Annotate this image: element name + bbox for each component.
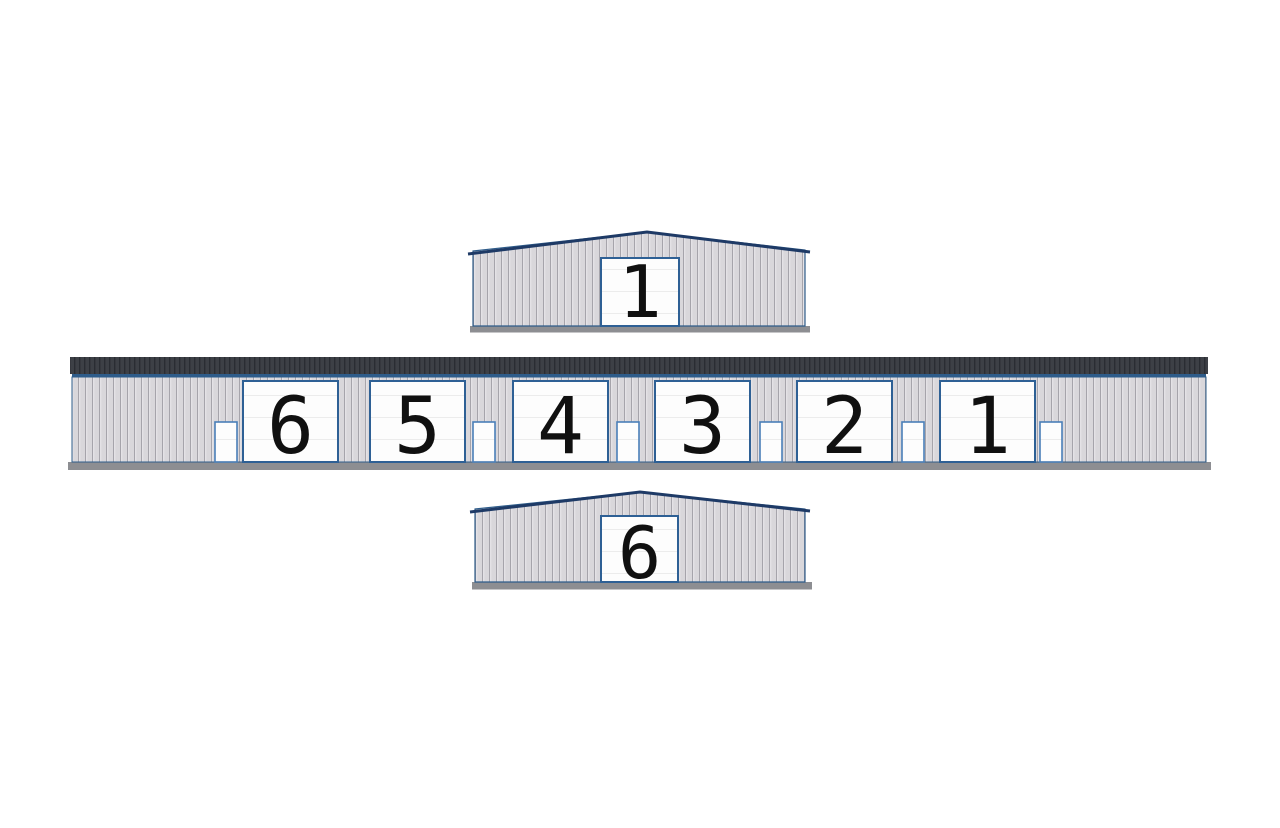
unit-number-label: 4 <box>537 382 584 472</box>
man-doors <box>214 421 1063 463</box>
unit-number-label: 3 <box>679 382 726 472</box>
unit-number-label: 1 <box>964 382 1011 472</box>
gable-roofline <box>467 230 811 256</box>
man-door <box>1039 421 1063 463</box>
unit-number-label: 2 <box>821 382 868 472</box>
overhead-door-unit-6 <box>242 380 339 463</box>
foundation <box>470 326 810 333</box>
overhead-door-unit-5 <box>369 380 466 463</box>
man-door <box>472 421 496 463</box>
unit-number-label: 1 <box>618 250 661 334</box>
gable-roofline <box>469 490 811 514</box>
eave-trim <box>72 374 1206 378</box>
overhead-door-unit-2 <box>796 380 893 463</box>
man-door <box>214 421 238 463</box>
overhead-door-end-top <box>600 257 680 327</box>
end-elevation-top-drawing: 1 <box>467 230 811 334</box>
man-door <box>901 421 925 463</box>
man-door <box>616 421 640 463</box>
man-door <box>759 421 783 463</box>
overhead-door-unit-4 <box>512 380 609 463</box>
end-elevation-bottom-drawing: 6 <box>469 490 812 595</box>
overhead-doors <box>242 380 1036 463</box>
foundation <box>68 462 1211 470</box>
overhead-door-end-bottom <box>600 515 679 583</box>
side-elevation-drawing: 6 5 4 3 2 1 <box>68 357 1211 472</box>
unit-number-label: 6 <box>267 382 314 472</box>
roof-band <box>70 357 1208 374</box>
foundation <box>472 582 812 590</box>
unit-number-labels: 6 5 4 3 2 1 <box>267 382 1011 472</box>
overhead-door-unit-1 <box>939 380 1036 463</box>
overhead-door-unit-3 <box>654 380 751 463</box>
unit-number-label: 6 <box>618 511 661 595</box>
unit-number-label: 5 <box>394 382 441 472</box>
